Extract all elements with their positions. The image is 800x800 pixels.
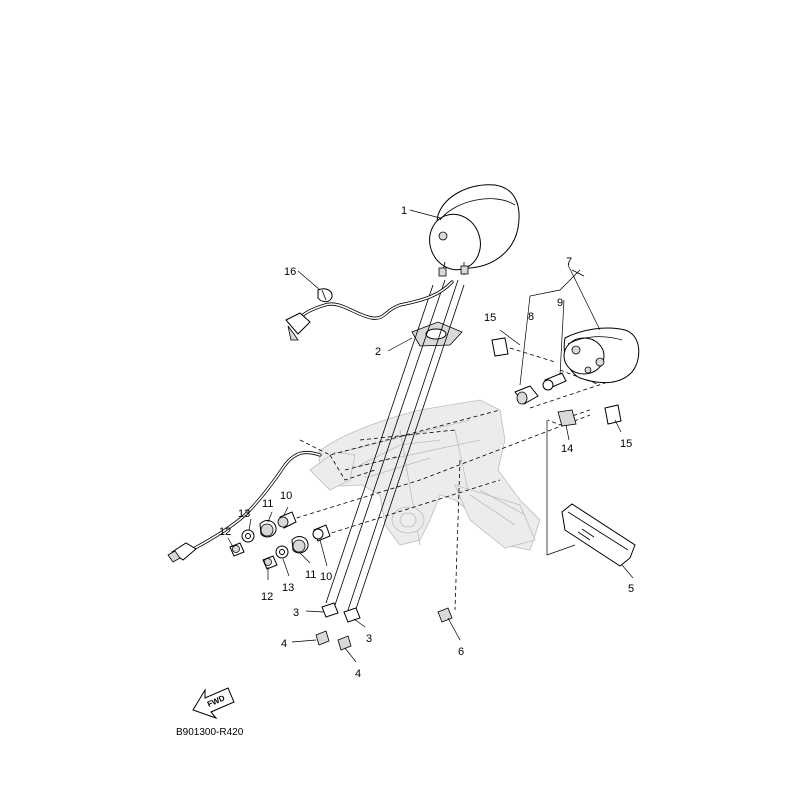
meter-assembly	[429, 184, 520, 277]
callout-10: 10	[280, 490, 292, 502]
callout-6: 6	[458, 646, 464, 658]
callout-3: 3	[293, 607, 299, 619]
callout-10: 10	[320, 571, 332, 583]
callout-15: 15	[620, 438, 632, 450]
diagram-code: B901300-R420	[176, 727, 244, 738]
callout-9: 9	[557, 297, 563, 309]
callout-1: 1	[401, 205, 407, 217]
meter-lead-wire	[285, 280, 454, 341]
callout-2: 2	[375, 346, 381, 358]
frame-nut	[437, 607, 453, 623]
cushion-14	[557, 409, 577, 427]
rear-frame	[309, 399, 541, 551]
reference-lines	[289, 347, 621, 611]
leader-lines	[227, 209, 634, 663]
cushion-15-lower	[604, 404, 622, 425]
bulb	[542, 372, 567, 391]
tail-lead-wire	[167, 450, 322, 563]
callout-5: 5	[628, 583, 634, 595]
callout-11: 11	[305, 569, 316, 581]
callout-3: 3	[366, 633, 372, 645]
tail-light-assembly	[563, 327, 640, 384]
hardware-upper-row	[229, 511, 297, 557]
callouts: 1 2 3 3 4 4 5 6 7 8 9 10 10 11 11 12 12 …	[219, 205, 634, 680]
callout-12: 12	[219, 526, 231, 538]
callout-15: 15	[484, 312, 496, 324]
reflector	[561, 503, 636, 567]
callout-16: 16	[284, 266, 296, 278]
cushion-15-upper	[491, 337, 509, 357]
meter-stays	[325, 279, 465, 613]
callout-13: 13	[282, 582, 294, 594]
callout-4: 4	[281, 638, 287, 650]
callout-7: 7	[566, 256, 572, 268]
callout-12: 12	[261, 591, 273, 603]
callout-4: 4	[355, 668, 361, 680]
callout-8: 8	[528, 311, 534, 323]
hardware-lower-row	[262, 524, 331, 570]
callout-13: 13	[238, 508, 250, 520]
callout-14: 14	[561, 443, 573, 455]
forward-arrow-icon: FWD	[192, 687, 235, 720]
bulb-socket	[514, 385, 539, 405]
collars-and-nuts	[315, 602, 361, 651]
callout-11: 11	[262, 498, 273, 510]
